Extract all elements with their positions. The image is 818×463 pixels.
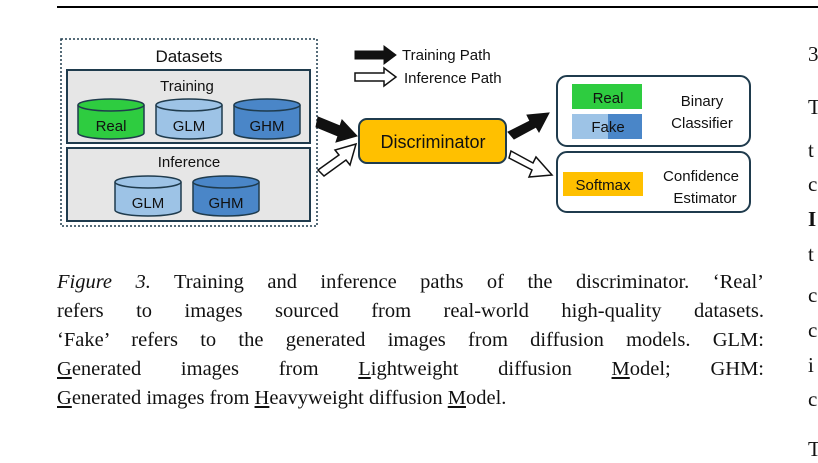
cylinder-glm-inference-label: GLM: [132, 195, 165, 212]
figure-diagram: Datasets Training Real GLM GHM Inference…: [60, 38, 751, 227]
discriminator-box: [358, 118, 507, 164]
training-arrow-to-discriminator-icon: [315, 116, 358, 143]
caption-line-1: Figure 3. Training and inference paths o…: [57, 271, 764, 293]
confidence-label-line1: Confidence: [663, 168, 739, 185]
right-col-char: T: [808, 95, 818, 119]
right-col-char: c: [808, 283, 818, 307]
right-col-char: T: [808, 437, 818, 461]
real-swatch-label: Real: [593, 90, 624, 107]
legend-inference-arrow-icon: [354, 66, 398, 88]
legend-inference-label: Inference Path: [404, 70, 502, 87]
legend-training-label: Training Path: [402, 47, 491, 64]
cylinder-real-label: Real: [96, 118, 127, 135]
binary-label-line2: Classifier: [671, 115, 733, 132]
caption-line-3: ‘Fake’ refers to the generated images fr…: [57, 329, 764, 351]
cylinder-ghm-training: GHM: [233, 98, 301, 140]
cylinder-glm-inference: GLM: [114, 175, 182, 217]
cylinder-ghm-inference-label: GHM: [209, 195, 244, 212]
training-arrow-to-classifier-icon: [507, 112, 550, 140]
caption-line-4: Generated images from Lightweight diffus…: [57, 358, 764, 380]
cylinder-glm-training: GLM: [155, 98, 223, 140]
right-col-char: c: [808, 387, 818, 411]
softmax-box: [563, 172, 643, 196]
cylinder-glm-training-label: GLM: [173, 118, 206, 135]
cylinder-real: Real: [77, 98, 145, 140]
real-swatch: [572, 84, 642, 109]
datasets-title: Datasets: [155, 47, 222, 66]
inference-arrow-to-discriminator-icon: [316, 142, 358, 177]
caption-line-2: refers to images sourced from real-world…: [57, 300, 764, 322]
softmax-label: Softmax: [575, 177, 631, 194]
fake-swatch-light: [572, 114, 608, 139]
training-label: Training: [160, 78, 214, 95]
cylinder-ghm-training-label: GHM: [250, 118, 285, 135]
confidence-estimator-box: [556, 151, 751, 213]
right-col-char: c: [808, 318, 818, 342]
right-col-char: c: [808, 172, 818, 196]
caption-figure-number: Figure 3.: [57, 271, 151, 293]
figure-caption: Figure 3. Training and inference paths o…: [57, 268, 764, 413]
inference-arrow-to-estimator-icon: [508, 149, 554, 178]
discriminator-label: Discriminator: [380, 132, 485, 152]
caption-line-5: Generated images from Heavyweight diffus…: [57, 387, 507, 409]
right-col-char: t: [808, 242, 814, 266]
fake-swatch-dark: [608, 114, 642, 139]
right-col-char: t: [808, 138, 814, 162]
legend-training-arrow-icon: [354, 45, 397, 65]
cylinder-ghm-inference: GHM: [192, 175, 260, 217]
confidence-label-line2: Estimator: [673, 190, 736, 207]
inference-panel: [66, 147, 311, 222]
top-rule: [57, 6, 818, 8]
right-column-fragment: 3 T t c I t c c i c T: [808, 0, 818, 463]
right-col-char: i: [808, 353, 814, 377]
fake-swatch-label: Fake: [591, 119, 624, 136]
inference-label: Inference: [158, 154, 221, 171]
right-col-char: 3: [808, 42, 818, 66]
binary-label-line1: Binary: [681, 93, 724, 110]
right-col-char: I: [808, 207, 817, 231]
